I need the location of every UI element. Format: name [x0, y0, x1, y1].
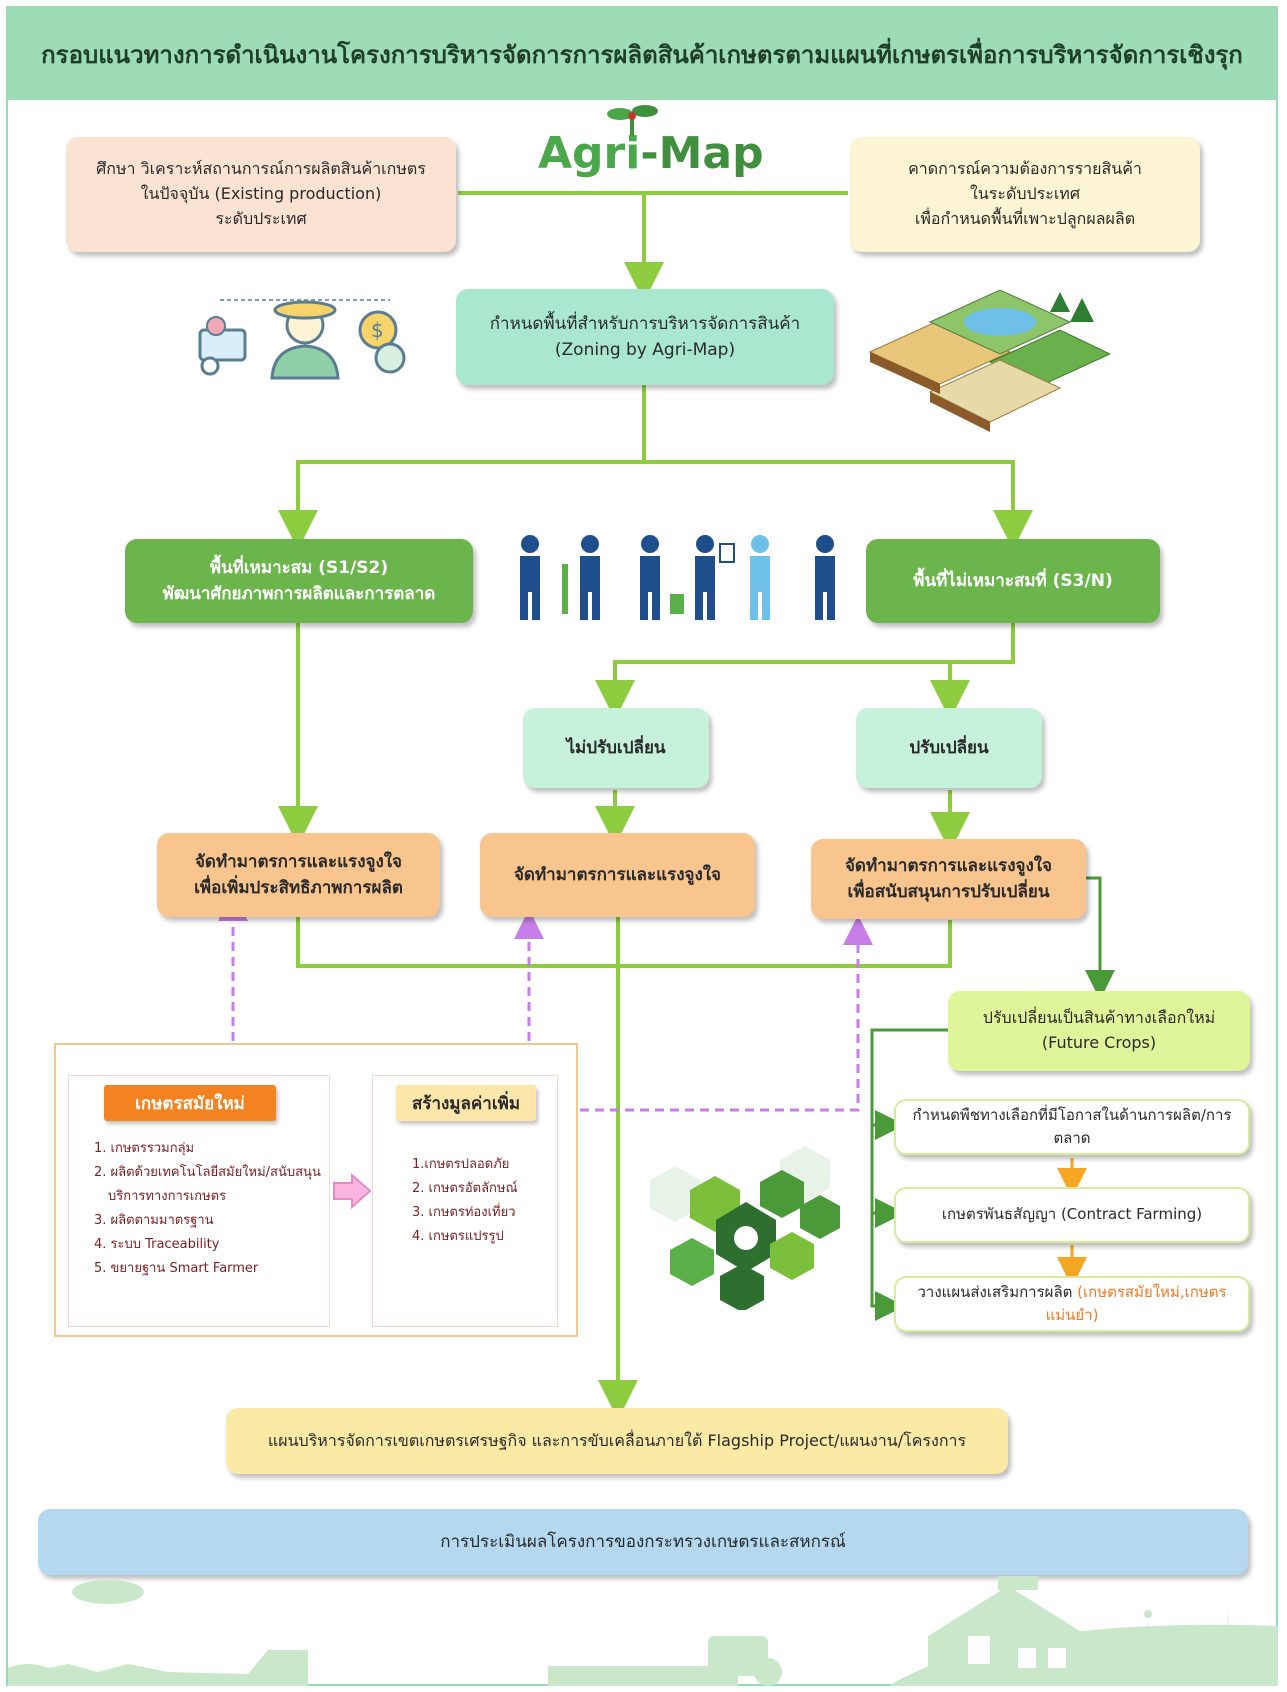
change-box: ปรับเปลี่ยน: [856, 708, 1042, 788]
arrow-right-icon: [332, 1172, 372, 1210]
smart-farm-hex-icon: [630, 1140, 850, 1312]
unsuitable-area-box: พื้นที่ไม่เหมาะสมที่ (S3/N): [866, 539, 1160, 623]
farmer-icon: $: [190, 290, 420, 380]
production-promotion-box: วางแผนส่งเสริมการผลิต (เกษตรสมัยใหม่,เกษ…: [894, 1276, 1250, 1332]
page-title: กรอบแนวทางการดำเนินงานโครงการบริหารจัดกา…: [41, 40, 1243, 69]
alt-crops-box: กำหนดพืชทางเลือกที่มีโอกาสในด้านการผลิต/…: [894, 1099, 1250, 1155]
value-add-title: สร้างมูลค่าเพิ่ม: [396, 1085, 536, 1121]
no-change-box: ไม่ปรับเปลี่ยน: [523, 708, 709, 788]
modern-farm-list: 1. เกษตรรวมกลุ่ม 2. ผลิตด้วยเทคโนโลยีสมั…: [94, 1141, 321, 1276]
isometric-farm-icon: [860, 282, 1112, 432]
contract-farming-box: เกษตรพันธสัญญา (Contract Farming): [894, 1187, 1250, 1243]
people-group-icon: [500, 524, 855, 624]
value-add-list: 1.เกษตรปลอดภัย 2. เกษตรอัตลักษณ์ 3. เกษต…: [412, 1157, 518, 1244]
economic-zone-plan-box: แผนบริหารจัดการเขตเกษตรเศรษฐกิจ และการขั…: [226, 1408, 1008, 1474]
zoning-box: กำหนดพื้นที่สำหรับการบริหารจัดการสินค้า(…: [456, 289, 834, 385]
header-bar: กรอบแนวทางการดำเนินงานโครงการบริหารจัดกา…: [8, 8, 1276, 100]
evaluation-box: การประเมินผลโครงการของกระทรวงเกษตรและสหก…: [38, 1509, 1248, 1575]
svg-text:$: $: [371, 318, 384, 342]
agri-map-logo: Agri-Map: [538, 128, 764, 179]
strategy-panel: เกษตรสมัยใหม่ สร้างมูลค่าเพิ่ม 1. เกษตรร…: [54, 1043, 578, 1337]
suitable-area-box: พื้นที่เหมาะสม (S1/S2)พัฒนาศักยภาพการผลิ…: [125, 539, 473, 623]
future-crops-box: ปรับเปลี่ยนเป็นสินค้าทางเลือกใหม่(Future…: [948, 991, 1250, 1071]
measure-efficiency-box: จัดทำมาตรการและแรงจูงใจเพื่อเพิ่มประสิทธ…: [157, 833, 440, 917]
measure-incentive-box: จัดทำมาตรการและแรงจูงใจ: [480, 833, 755, 917]
measure-transition-box: จัดทำมาตรการและแรงจูงใจเพื่อสนับสนุนการป…: [811, 839, 1086, 919]
countryside-silhouette: [8, 1576, 1278, 1686]
modern-farm-title: เกษตรสมัยใหม่: [104, 1085, 276, 1121]
existing-production-box: ศึกษา วิเคราะห์สถานการณ์การผลิตสินค้าเกษ…: [66, 137, 456, 252]
sprout-icon: [602, 102, 662, 138]
demand-forecast-box: คาดการณ์ความต้องการรายสินค้าในระดับประเท…: [850, 137, 1200, 252]
